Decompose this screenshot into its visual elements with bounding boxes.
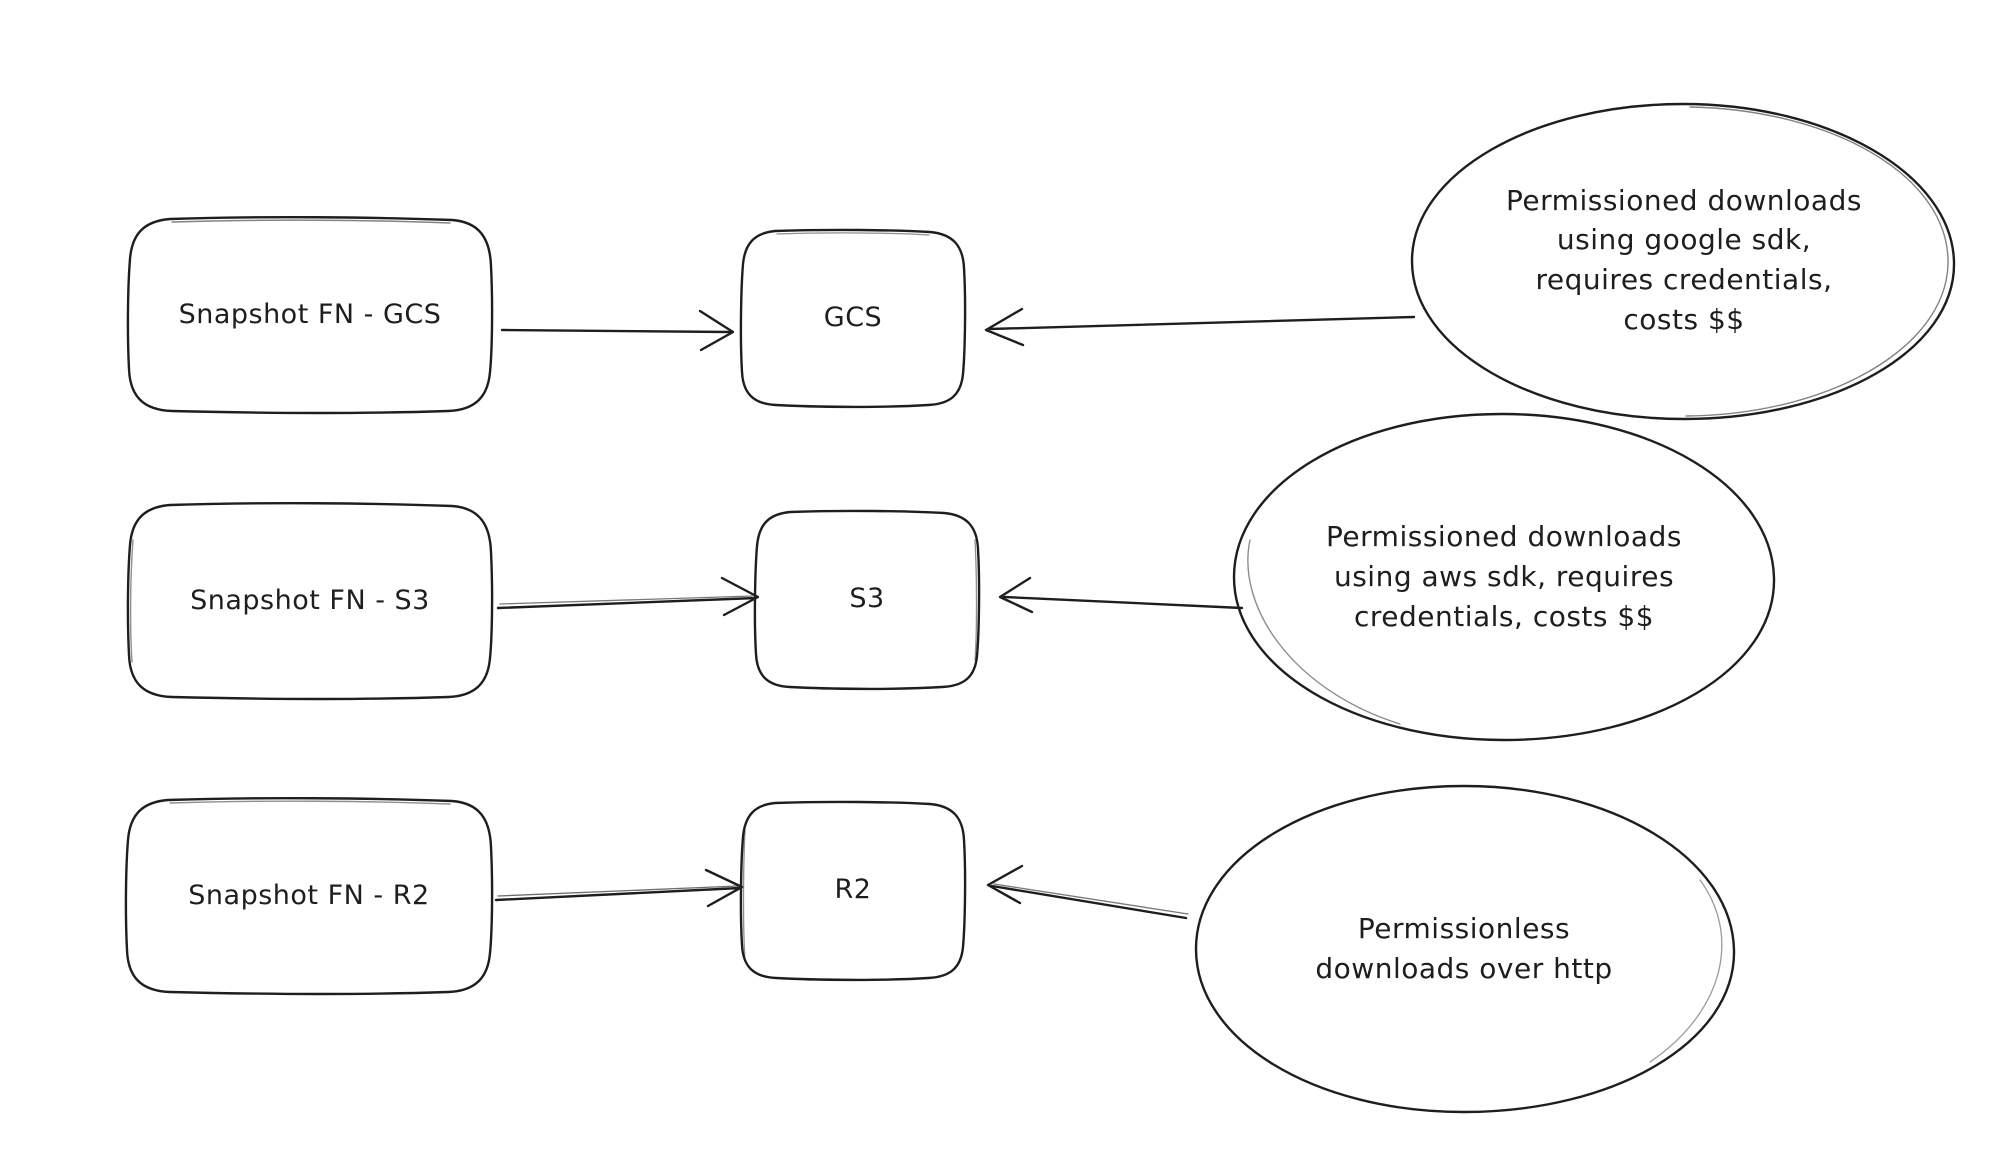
arrow-s3-source-to-store	[496, 576, 760, 617]
store-box-gcs-outline	[739, 228, 967, 409]
arrow-gcs-source-to-store	[500, 309, 735, 352]
arrow-r2-source-to-store	[494, 868, 744, 908]
arrow-r2-note-to-store	[986, 864, 1189, 920]
arrow-s3-note-to-store	[998, 576, 1244, 614]
note-ellipse-r2-outline	[1194, 784, 1736, 1114]
source-box-gcs-outline	[126, 215, 494, 415]
source-box-r2-outline	[124, 796, 494, 996]
store-box-s3-outline	[753, 509, 981, 691]
arrow-gcs-note-to-store	[984, 307, 1416, 347]
note-ellipse-s3-outline	[1232, 412, 1776, 742]
note-ellipse-gcs-outline	[1410, 102, 1956, 421]
source-box-s3-outline	[126, 501, 494, 701]
store-box-r2-outline	[739, 800, 967, 982]
